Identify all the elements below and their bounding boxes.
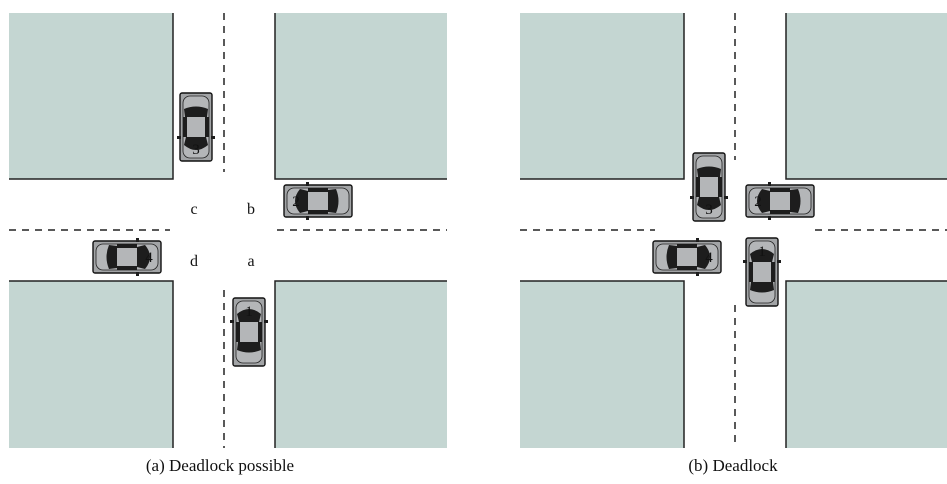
- block-bottom-left: [9, 281, 173, 448]
- panel-b: 1 2 3 4: [520, 13, 947, 448]
- panel-a: c b d a 1 2 3 4: [9, 13, 447, 448]
- car-1-icon: 1: [229, 297, 269, 367]
- car-1-icon: 1: [742, 237, 782, 307]
- car-2-icon: 2: [283, 181, 353, 221]
- curbs: [9, 13, 447, 448]
- quadrant-label-b: b: [247, 201, 255, 218]
- car-3-icon: 3: [176, 92, 216, 162]
- caption-panel-b: (b) Deadlock: [688, 456, 778, 475]
- car-number: 1: [758, 244, 766, 260]
- curbs: [520, 13, 947, 448]
- quadrant-label-d: d: [190, 253, 198, 270]
- quadrant-labels: c b d a: [190, 201, 255, 270]
- block-top-left: [9, 13, 173, 179]
- car-number: 4: [145, 250, 153, 266]
- car-number: 4: [705, 250, 713, 266]
- car-number: 3: [192, 142, 200, 158]
- lane-dividers: [9, 13, 447, 448]
- car-2-icon: 2: [745, 181, 815, 221]
- block-bottom-left: [520, 281, 684, 448]
- car-4-icon: 4: [92, 237, 162, 277]
- block-top-right: [786, 13, 947, 179]
- car-number: 3: [705, 202, 713, 218]
- block-bottom-right: [275, 281, 447, 448]
- car-number: 1: [245, 304, 253, 320]
- car-number: 2: [292, 194, 300, 210]
- block-top-right: [275, 13, 447, 179]
- quadrant-label-c: c: [190, 201, 197, 218]
- car-number: 2: [754, 194, 762, 210]
- lane-dividers: [520, 13, 947, 448]
- block-bottom-right: [786, 281, 947, 448]
- car-4-icon: 4: [652, 237, 722, 277]
- block-top-left: [520, 13, 684, 179]
- caption-panel-a: (a) Deadlock possible: [145, 456, 295, 475]
- car-3-icon: 3: [689, 152, 729, 222]
- quadrant-label-a: a: [247, 253, 254, 270]
